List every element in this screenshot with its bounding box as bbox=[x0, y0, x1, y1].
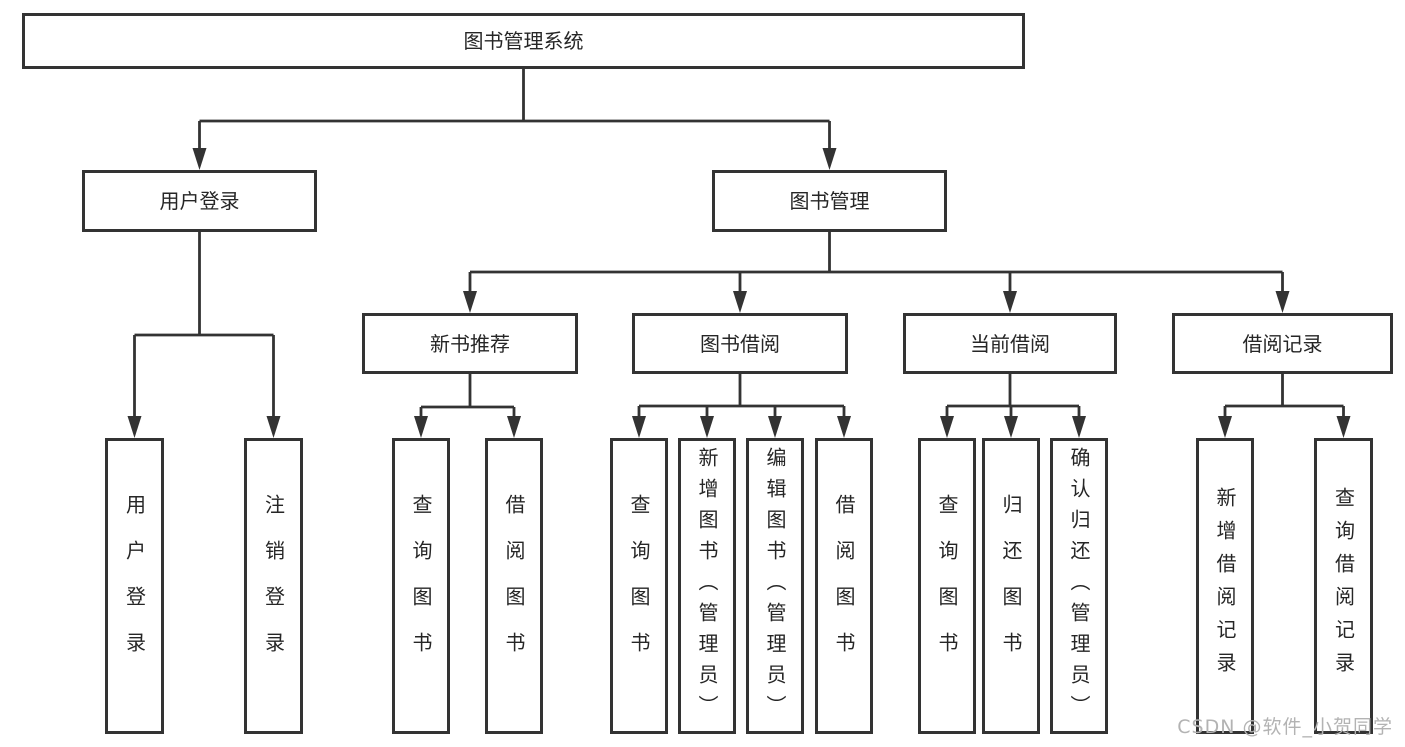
arrowhead-leaf-edit-book bbox=[768, 416, 782, 438]
node-leaf-add-book: 新增图书（管理员） bbox=[678, 438, 736, 734]
node-book-mgmt-label: 图书管理 bbox=[789, 189, 870, 213]
node-borrow-records: 借阅记录 bbox=[1172, 313, 1393, 374]
arrowhead-leaf-query-borrow-record bbox=[1336, 416, 1351, 438]
arrowhead-current-borrow bbox=[1003, 291, 1017, 313]
arrowhead-leaf-query-book-rec bbox=[414, 416, 428, 438]
arrowhead-leaf-return-book bbox=[1004, 416, 1018, 438]
arrowhead-leaf-confirm-return bbox=[1072, 416, 1086, 438]
arrowhead-borrow-records bbox=[1275, 291, 1290, 313]
node-leaf-query-book-rec-label: 查询图书 bbox=[409, 494, 433, 678]
node-borrow-records-label: 借阅记录 bbox=[1242, 331, 1323, 356]
node-leaf-borrow-book-rec-label: 借阅图书 bbox=[502, 494, 526, 678]
arrowhead-leaf-query-book-current bbox=[940, 416, 954, 438]
node-leaf-edit-book: 编辑图书（管理员） bbox=[746, 438, 804, 734]
arrowhead-leaf-add-book bbox=[700, 416, 714, 438]
node-root-label: 图书管理系统 bbox=[463, 29, 584, 53]
node-leaf-add-book-label: 新增图书（管理员） bbox=[695, 446, 719, 726]
node-current-borrow-label: 当前借阅 bbox=[970, 331, 1050, 356]
node-new-book-rec: 新书推荐 bbox=[362, 313, 578, 374]
node-leaf-query-book-rec: 查询图书 bbox=[392, 438, 450, 734]
node-current-borrow: 当前借阅 bbox=[903, 313, 1117, 374]
node-leaf-logout: 注销登录 bbox=[244, 438, 303, 734]
node-leaf-return-book: 归还图书 bbox=[982, 438, 1040, 734]
node-leaf-query-borrow-record: 查询借阅记录 bbox=[1314, 438, 1373, 734]
node-leaf-query-book-borrow: 查询图书 bbox=[610, 438, 668, 734]
node-leaf-borrow-book-rec: 借阅图书 bbox=[485, 438, 543, 734]
node-user-login-label: 用户登录 bbox=[159, 189, 240, 213]
arrowhead-leaf-query-book-borrow bbox=[632, 416, 646, 438]
arrowhead-new-book-rec bbox=[463, 291, 477, 313]
node-leaf-logout-label: 注销登录 bbox=[261, 494, 286, 678]
arrowhead-leaf-add-borrow-record bbox=[1218, 416, 1232, 438]
node-root: 图书管理系统 bbox=[22, 13, 1025, 69]
arrowhead-leaf-logout bbox=[266, 416, 281, 438]
node-leaf-query-book-current-label: 查询图书 bbox=[935, 494, 959, 678]
node-leaf-add-borrow-record-label: 新增借阅记录 bbox=[1213, 487, 1237, 685]
node-leaf-add-borrow-record: 新增借阅记录 bbox=[1196, 438, 1254, 734]
node-leaf-query-borrow-record-label: 查询借阅记录 bbox=[1331, 487, 1356, 685]
node-leaf-edit-book-label: 编辑图书（管理员） bbox=[763, 446, 787, 726]
arrowhead-user-login bbox=[192, 148, 207, 170]
arrowhead-leaf-user-login bbox=[127, 416, 142, 438]
node-leaf-query-book-borrow-label: 查询图书 bbox=[627, 494, 651, 678]
arrowhead-book-borrow bbox=[733, 291, 747, 313]
node-leaf-user-login: 用户登录 bbox=[105, 438, 164, 734]
csdn-watermark: CSDN @软件_小贺同学 bbox=[1177, 716, 1393, 738]
node-leaf-borrow-book: 借阅图书 bbox=[815, 438, 873, 734]
node-user-login: 用户登录 bbox=[82, 170, 317, 232]
node-book-mgmt: 图书管理 bbox=[712, 170, 947, 232]
node-leaf-borrow-book-label: 借阅图书 bbox=[832, 494, 856, 678]
node-book-borrow-label: 图书借阅 bbox=[700, 331, 780, 356]
node-leaf-query-book-current: 查询图书 bbox=[918, 438, 976, 734]
node-leaf-user-login-label: 用户登录 bbox=[122, 494, 147, 678]
node-leaf-confirm-return-label: 确认归还（管理员） bbox=[1067, 446, 1091, 726]
node-leaf-confirm-return: 确认归还（管理员） bbox=[1050, 438, 1108, 734]
arrowhead-leaf-borrow-book bbox=[837, 416, 851, 438]
node-book-borrow: 图书借阅 bbox=[632, 313, 848, 374]
node-leaf-return-book-label: 归还图书 bbox=[999, 494, 1023, 678]
arrowhead-leaf-borrow-book-rec bbox=[507, 416, 521, 438]
node-new-book-rec-label: 新书推荐 bbox=[430, 331, 510, 356]
arrowhead-book-mgmt bbox=[822, 148, 837, 170]
